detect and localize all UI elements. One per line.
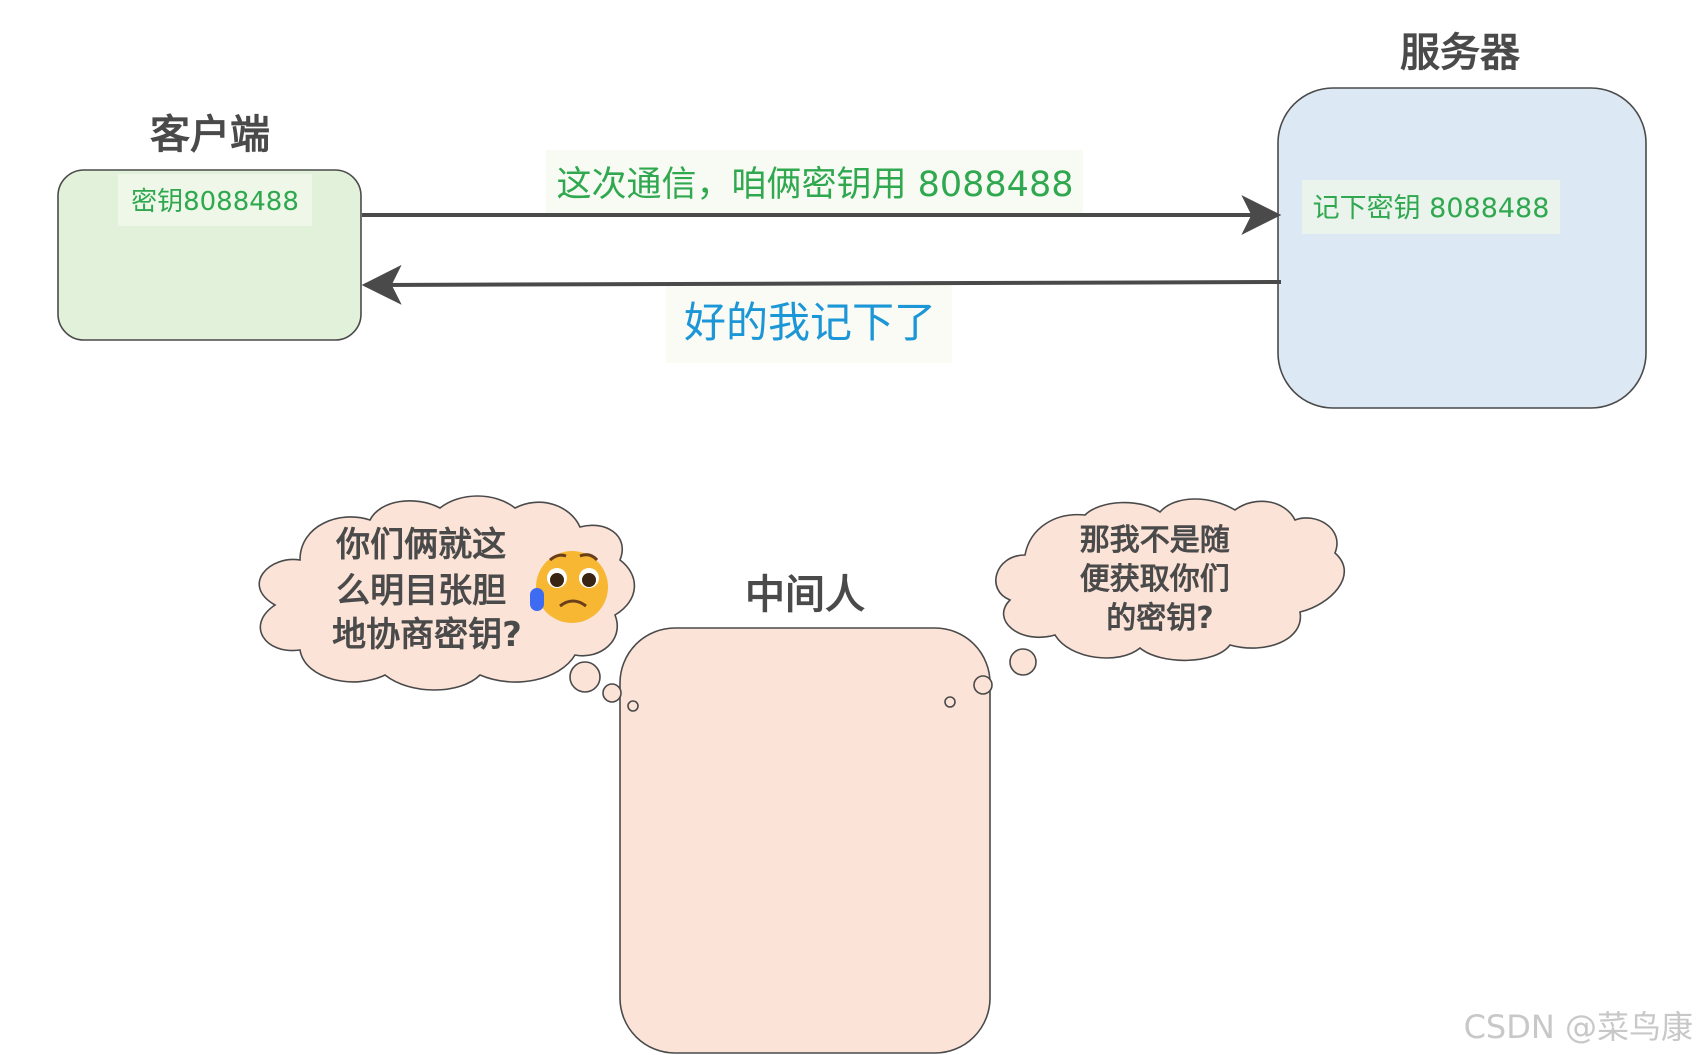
thought-right-text: 那我不是随 便获取你们 的密钥? xyxy=(1080,523,1240,636)
middleman-box xyxy=(619,627,991,1054)
server-box xyxy=(1277,87,1647,409)
arrow-to-server-label-bg xyxy=(546,150,1083,216)
thought-right-line-3: 的密钥? xyxy=(1106,601,1213,636)
arrow-to-server-label: 这次通信，咱俩密钥用 8088488 xyxy=(556,165,1073,205)
arrow-to-client-label-bg xyxy=(666,283,952,363)
middleman-title: 中间人 xyxy=(745,572,865,618)
server-key-label-bg xyxy=(1302,180,1560,234)
thought-left-line-2: 么明目张胆 xyxy=(336,571,506,611)
thought-left-line-3: 地协商密钥? xyxy=(332,615,522,655)
client-key-label: 密钥8088488 xyxy=(131,187,299,217)
arrow-to-client-label: 好的我记下了 xyxy=(684,298,936,347)
watermark: CSDN @菜鸟康 xyxy=(1464,1008,1693,1046)
thought-left-text: 你们俩就这 么明目张胆 地协商密钥? xyxy=(332,525,522,655)
client-title: 客户端 xyxy=(150,112,270,158)
server-title: 服务器 xyxy=(1400,30,1521,76)
thought-cloud-right xyxy=(944,498,1346,708)
server-key-label: 记下密钥 8088488 xyxy=(1313,193,1550,224)
client-key-label-bg xyxy=(118,174,312,226)
thought-right-line-2: 便获取你们 xyxy=(1080,562,1230,597)
arrow-to-client xyxy=(361,264,1282,305)
thought-left-line-1: 你们俩就这 xyxy=(335,525,506,565)
thought-cloud-left xyxy=(258,495,639,712)
thought-right-line-1: 那我不是随 xyxy=(1080,523,1230,558)
pleading-sweat-face-icon xyxy=(530,551,608,623)
